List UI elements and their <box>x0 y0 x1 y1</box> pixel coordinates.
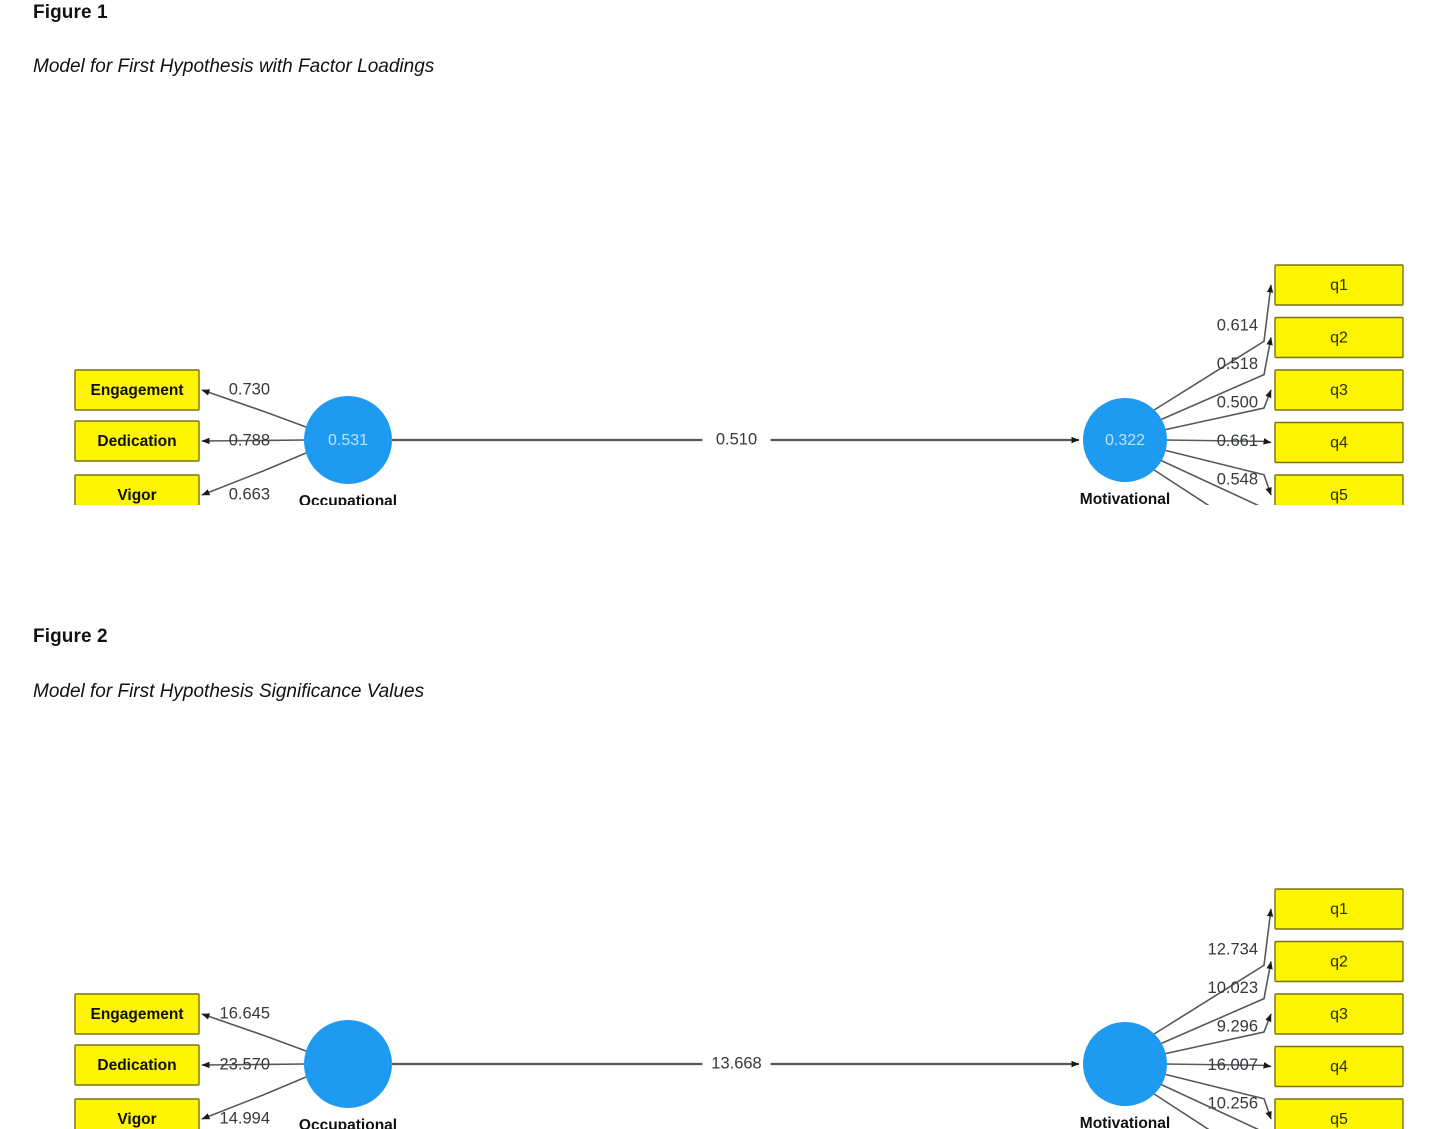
loading-path-q7 <box>1153 469 1210 505</box>
indicator-box-q4[interactable]: q4 <box>1274 1045 1404 1088</box>
figure-2-subtitle: Model for First Hypothesis Significance … <box>33 681 425 702</box>
latent-variable-owb[interactable]: 0.531OccupationalWell-Being <box>299 396 397 505</box>
loading-path-q7 <box>1153 1093 1210 1129</box>
loading-value-q5: 10.256 <box>1208 1095 1258 1113</box>
indicator-box-vigor[interactable]: Vigor <box>74 1098 200 1129</box>
latent-variable-value: 0.322 <box>1105 432 1145 449</box>
loading-value-vigor: 14.994 <box>220 1109 270 1127</box>
loading-path-q1 <box>1153 908 1274 1035</box>
indicator-label: q3 <box>1330 382 1348 399</box>
loading-value-q1: 12.734 <box>1208 941 1258 959</box>
loading-path-vigor <box>201 452 307 496</box>
loading-path-q5 <box>1163 449 1272 496</box>
indicator-label: Vigor <box>117 1111 156 1128</box>
indicator-label: q3 <box>1330 1006 1348 1023</box>
loading-path-q4 <box>1165 1062 1272 1069</box>
loading-value-q3: 0.500 <box>1217 394 1258 412</box>
loading-value-q3: 9.296 <box>1217 1018 1258 1036</box>
figure-2-heading: Figure 2 <box>33 626 108 647</box>
indicator-label: Engagement <box>90 382 183 399</box>
indicator-label: q1 <box>1330 277 1348 294</box>
indicator-label: Vigor <box>117 487 156 504</box>
loading-path-q2 <box>1159 337 1273 421</box>
loading-path-q6 <box>1159 1083 1260 1129</box>
indicator-box-dedication[interactable]: Dedication <box>74 1044 200 1086</box>
loading-path-engagement <box>201 1013 307 1052</box>
indicator-label: Dedication <box>97 1057 176 1074</box>
structural-path-label-backdrop <box>702 428 771 452</box>
loading-value-q4: 16.007 <box>1208 1056 1258 1074</box>
indicator-box-q5[interactable]: q5 <box>1274 474 1404 505</box>
indicator-box-q5[interactable]: q5 <box>1274 1098 1404 1129</box>
indicator-box-q2[interactable]: q2 <box>1274 940 1404 983</box>
latent-variable-owb[interactable]: OccupationalWell-Being <box>299 1020 397 1129</box>
loading-path-engagement <box>201 389 307 428</box>
indicator-box-vigor[interactable]: Vigor <box>74 474 200 505</box>
latent-variable-caption: Motivational <box>1080 491 1170 505</box>
loading-path-q2 <box>1159 961 1273 1045</box>
loading-value-engagement: 16.645 <box>220 1004 270 1022</box>
indicator-label: q4 <box>1330 435 1348 452</box>
indicator-label: Engagement <box>90 1006 183 1023</box>
loading-path-q4 <box>1165 438 1272 445</box>
loading-path-q3 <box>1163 389 1272 431</box>
loading-path-dedication <box>201 437 307 445</box>
figure-1-subtitle: Model for First Hypothesis with Factor L… <box>33 56 435 77</box>
indicator-box-q2[interactable]: q2 <box>1274 316 1404 359</box>
loading-value-q2: 10.023 <box>1208 979 1258 997</box>
indicator-label: q2 <box>1330 330 1348 347</box>
latent-variable-mb[interactable]: 0.322MotivationalBeliefs <box>1080 398 1170 505</box>
loading-path-q3 <box>1163 1013 1272 1055</box>
loading-path-q5 <box>1163 1073 1272 1120</box>
figure-1-heading: Figure 1 <box>33 2 108 23</box>
indicator-box-q4[interactable]: q4 <box>1274 421 1404 464</box>
structural-path-label-backdrop <box>702 1052 771 1076</box>
loading-value-vigor: 0.663 <box>229 485 270 503</box>
indicator-box-dedication[interactable]: Dedication <box>74 420 200 462</box>
indicator-label: q4 <box>1330 1059 1348 1076</box>
indicator-label: q1 <box>1330 901 1348 918</box>
indicator-box-q3[interactable]: q3 <box>1274 993 1404 1035</box>
structural-path-value: 13.668 <box>711 1054 761 1072</box>
structural-path-value: 0.510 <box>716 430 757 448</box>
loading-value-q5: 0.548 <box>1217 471 1258 489</box>
loading-path-q1 <box>1153 284 1274 411</box>
loading-value-dedication: 0.788 <box>229 431 270 449</box>
latent-variable-caption: Occupational <box>299 493 397 505</box>
loading-path-dedication <box>201 1061 307 1069</box>
indicator-label: q5 <box>1330 487 1348 504</box>
indicator-box-q1[interactable]: q1 <box>1274 264 1404 306</box>
latent-variable-caption: Motivational <box>1080 1115 1170 1129</box>
loading-value-q2: 0.518 <box>1217 355 1258 373</box>
loading-path-q6 <box>1159 459 1260 505</box>
loading-value-q4: 0.661 <box>1217 432 1258 450</box>
indicator-box-q1[interactable]: q1 <box>1274 888 1404 930</box>
loading-value-dedication: 23.570 <box>220 1055 270 1073</box>
indicator-label: q5 <box>1330 1111 1348 1128</box>
latent-variable-mb[interactable]: MotivationalBeliefs <box>1080 1022 1170 1129</box>
indicator-label: Dedication <box>97 433 176 450</box>
indicator-box-engagement[interactable]: Engagement <box>74 369 200 411</box>
indicator-box-q3[interactable]: q3 <box>1274 369 1404 411</box>
loading-value-engagement: 0.730 <box>229 380 270 398</box>
loading-path-vigor <box>201 1076 307 1120</box>
indicator-box-engagement[interactable]: Engagement <box>74 993 200 1035</box>
indicator-label: q2 <box>1330 954 1348 971</box>
loading-value-q1: 0.614 <box>1217 317 1258 335</box>
latent-variable-value: 0.531 <box>328 432 368 449</box>
